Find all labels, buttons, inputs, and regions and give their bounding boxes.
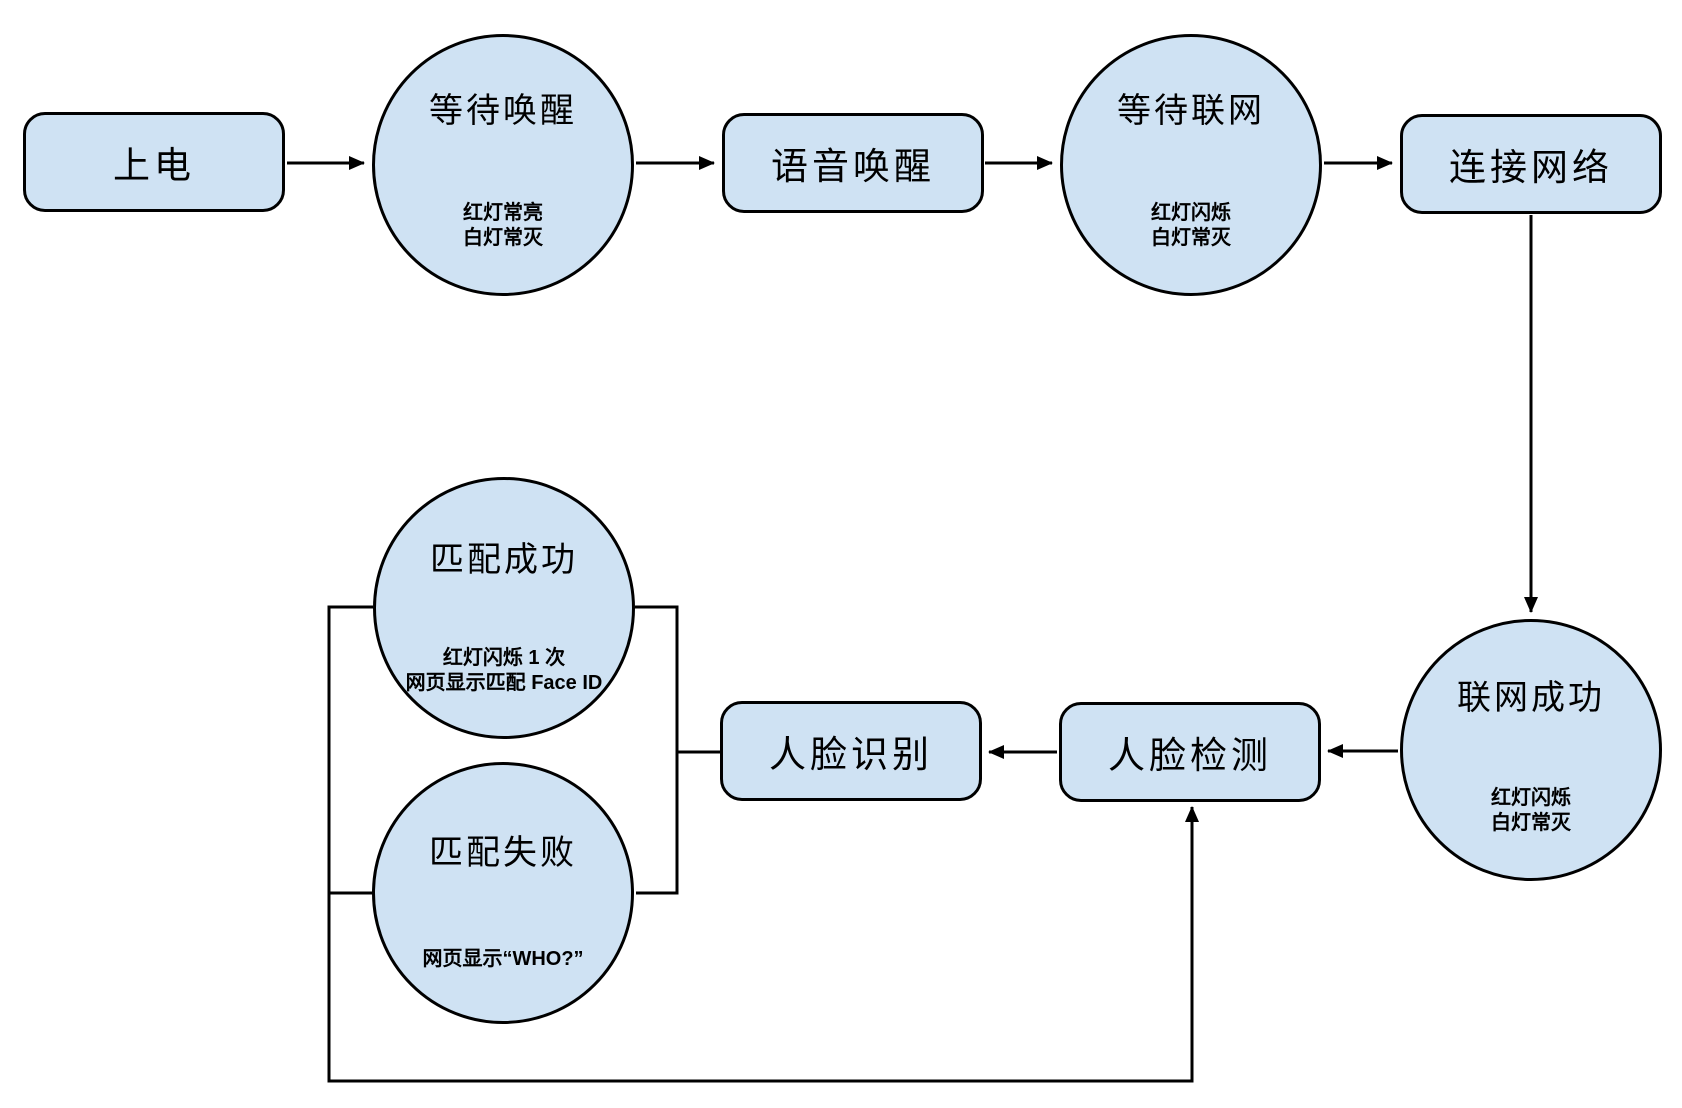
node-wait-wake-notes: 红灯常亮 白灯常灭 — [375, 201, 631, 251]
node-connect-network-label: 连接网络 — [1449, 147, 1613, 188]
node-match-success: 匹配成功 红灯闪烁 1 次 网页显示匹配 Face ID — [373, 477, 635, 739]
node-voice-wake-label: 语音唤醒 — [771, 146, 935, 187]
note-line: 红灯闪烁 — [1151, 202, 1231, 224]
bracket-match-results-to-face-recognize — [635, 605, 679, 895]
node-network-success-notes: 红灯闪烁 白灯常灭 — [1403, 786, 1659, 836]
note-line: 红灯常亮 — [463, 202, 543, 224]
node-wait-wake: 等待唤醒 红灯常亮 白灯常灭 — [372, 34, 634, 296]
note-line: 网页显示“WHO?” — [422, 948, 584, 970]
node-match-success-notes: 红灯闪烁 1 次 网页显示匹配 Face ID — [376, 646, 632, 696]
note-line: 白灯常灭 — [1491, 812, 1571, 834]
node-match-fail-label: 匹配失败 — [429, 834, 577, 872]
node-wait-network-notes: 红灯闪烁 白灯常灭 — [1063, 201, 1319, 251]
node-connect-network: 连接网络 — [1400, 114, 1662, 214]
note-line: 白灯常灭 — [1151, 227, 1231, 249]
node-network-success: 联网成功 红灯闪烁 白灯常灭 — [1400, 619, 1662, 881]
node-face-detect-label: 人脸检测 — [1108, 735, 1272, 776]
node-power-on-label: 上电 — [113, 145, 195, 186]
node-wait-network-label: 等待联网 — [1117, 92, 1265, 130]
node-match-success-label: 匹配成功 — [430, 541, 578, 579]
node-match-fail-notes: 网页显示“WHO?” — [375, 947, 631, 972]
node-wait-network: 等待联网 红灯闪烁 白灯常灭 — [1060, 34, 1322, 296]
node-face-recognize-label: 人脸识别 — [769, 734, 933, 775]
node-network-success-label: 联网成功 — [1457, 679, 1605, 717]
note-line: 红灯闪烁 — [1491, 787, 1571, 809]
note-line: 网页显示匹配 Face ID — [405, 672, 603, 694]
note-line: 白灯常灭 — [463, 227, 543, 249]
node-power-on: 上电 — [23, 112, 285, 212]
node-voice-wake: 语音唤醒 — [722, 113, 984, 213]
node-face-recognize: 人脸识别 — [720, 701, 982, 801]
node-face-detect: 人脸检测 — [1059, 702, 1321, 802]
node-match-fail: 匹配失败 网页显示“WHO?” — [372, 762, 634, 1024]
node-wait-wake-label: 等待唤醒 — [429, 92, 577, 130]
note-line: 红灯闪烁 1 次 — [442, 647, 566, 669]
